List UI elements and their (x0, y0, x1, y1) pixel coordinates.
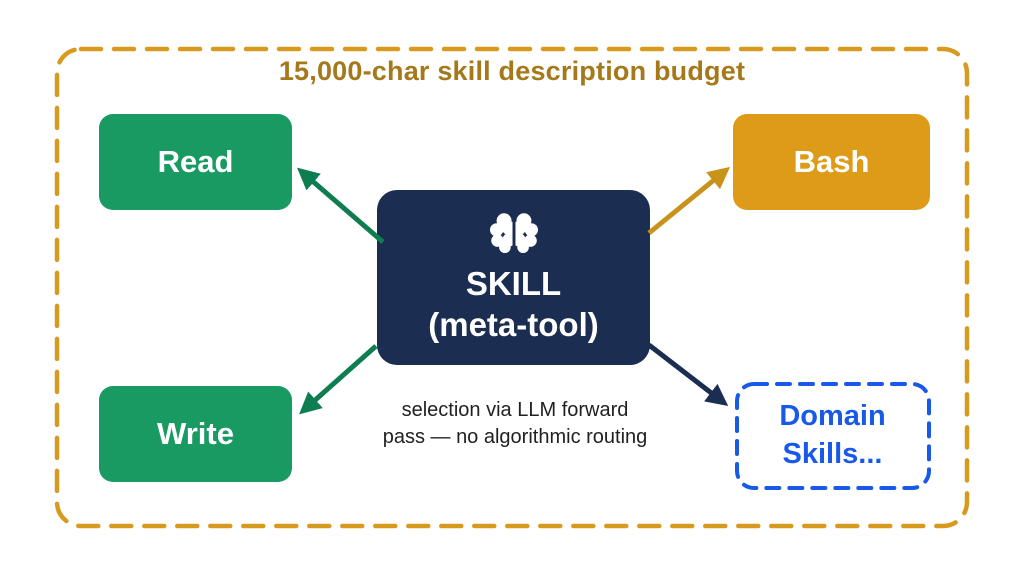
center-labels: SKILL (meta-tool) (428, 264, 598, 345)
arrow-to-read (297, 167, 385, 244)
node-domain-skills: Domain Skills... (736, 383, 929, 488)
node-write-label: Write (157, 416, 234, 451)
meta-tool-label: (meta-tool) (428, 305, 599, 343)
domain-label-line1: Domain (779, 399, 886, 432)
node-read: Read (99, 114, 292, 210)
node-skill-meta-tool: SKILL (meta-tool) (377, 190, 650, 365)
arrow-to-domain-skills (647, 343, 729, 407)
node-bash: Bash (733, 114, 930, 210)
budget-frame-title: 15,000-char skill description budget (278, 56, 746, 86)
domain-label-line2: Skills... (782, 437, 883, 470)
node-write: Write (99, 386, 292, 482)
skill-label: SKILL (465, 265, 562, 303)
caption-line2: pass — no algorithmic routing (382, 426, 648, 448)
node-read-label: Read (157, 144, 234, 179)
arrow-to-bash (647, 166, 731, 235)
caption-line1: selection via LLM forward (401, 399, 629, 421)
node-bash-label: Bash (793, 144, 870, 179)
selection-caption: selection via LLM forward pass — no algo… (345, 397, 685, 451)
brain-icon (489, 211, 538, 255)
